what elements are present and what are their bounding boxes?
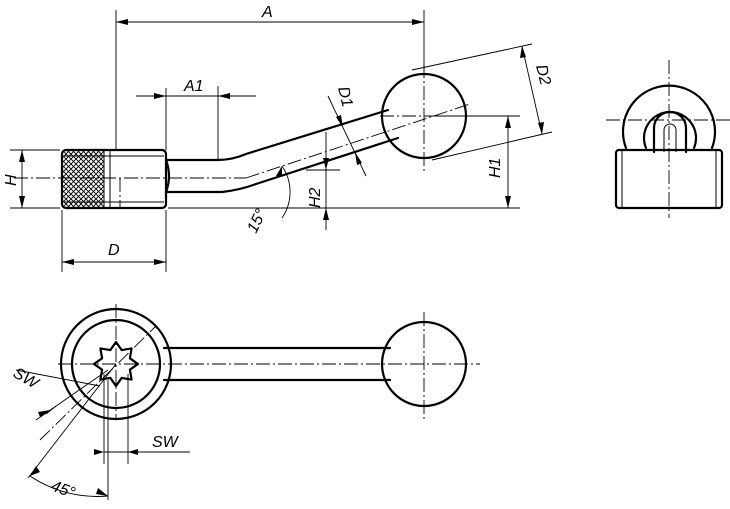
star-socket [92,340,140,388]
top-view [39,304,480,441]
end-view [606,60,730,218]
labels: A A1 H D H1 H2 D1 D2 15° 45° SW SW [3,4,554,502]
label-H1: H1 [487,158,504,178]
top-view-dimensions [15,363,190,500]
hub [60,148,168,210]
side-view [14,64,478,210]
label-angle-45: 45° [49,478,78,502]
label-D: D [108,242,120,259]
label-SW-left: SW [10,365,42,394]
label-H: H [3,174,20,186]
label-A1: A1 [183,78,204,95]
knurl-hatching [62,150,104,208]
label-D2: D2 [532,63,553,87]
dimension-lines [10,10,553,272]
label-A: A [261,4,273,21]
label-angle-15: 15° [244,206,270,236]
lever-arm [164,108,400,194]
label-SW-bottom: SW [152,434,180,451]
label-D1: D1 [334,85,355,109]
label-H2: H2 [307,187,324,208]
